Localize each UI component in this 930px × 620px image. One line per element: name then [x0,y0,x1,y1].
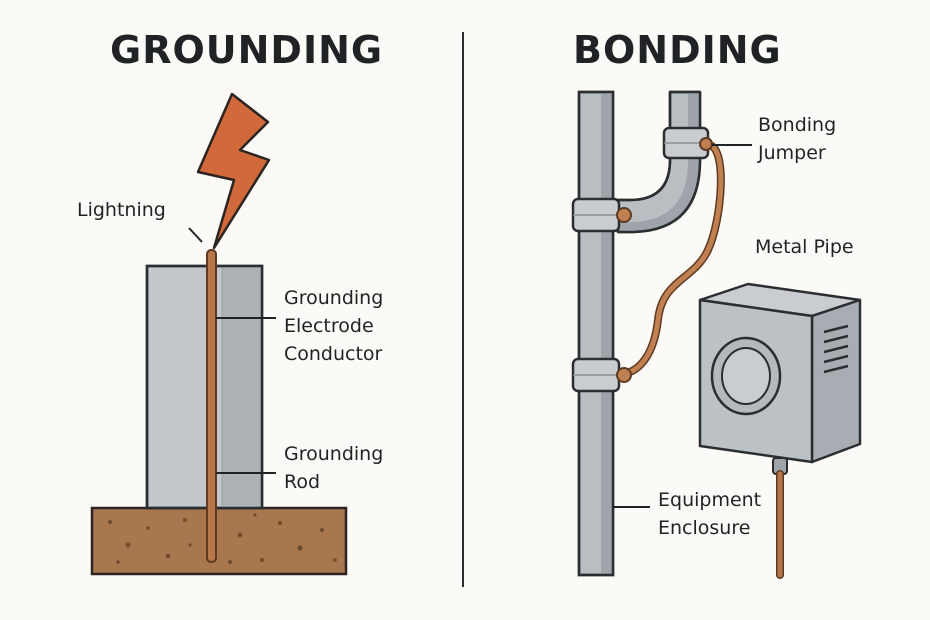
bonding-scene [571,90,862,579]
label-lightning: Lightning [77,199,166,221]
bonding-jumper-wire [618,141,725,378]
equipment-enclosure-box [698,282,862,475]
grounding-title: GROUNDING [110,28,384,72]
meter-dial-icon [710,336,782,416]
lug-elbow [699,137,713,151]
bonding-title: BONDING [573,28,782,72]
bonding-leader-lines [613,144,752,508]
lightning-bolt-icon [196,92,271,250]
label-metal-pipe: Metal Pipe [755,236,854,258]
panel-divider [462,32,464,587]
grounding-leader-lines [188,227,276,474]
pipe-clamp-top [571,197,621,233]
label-grounding-rod: Grounding Rod [284,443,384,493]
label-grounding-electrode-conductor: Grounding Electrode Conductor [284,287,384,365]
grounding-rod [206,249,217,563]
lug-top [616,207,632,223]
lug-lower [616,367,632,383]
pipe-clamp-lower [571,357,621,393]
vertical-metal-pipe [577,90,615,577]
soil-ground [90,506,348,576]
copper-lugs [616,137,713,383]
grounding-scene [90,92,348,576]
label-bonding-jumper: Bonding Jumper [758,114,837,164]
concrete-pillar [145,264,264,510]
label-equipment-enclosure: Equipment Enclosure [658,489,762,539]
vent-slots [823,324,849,374]
lightning-leader-line [188,227,203,243]
